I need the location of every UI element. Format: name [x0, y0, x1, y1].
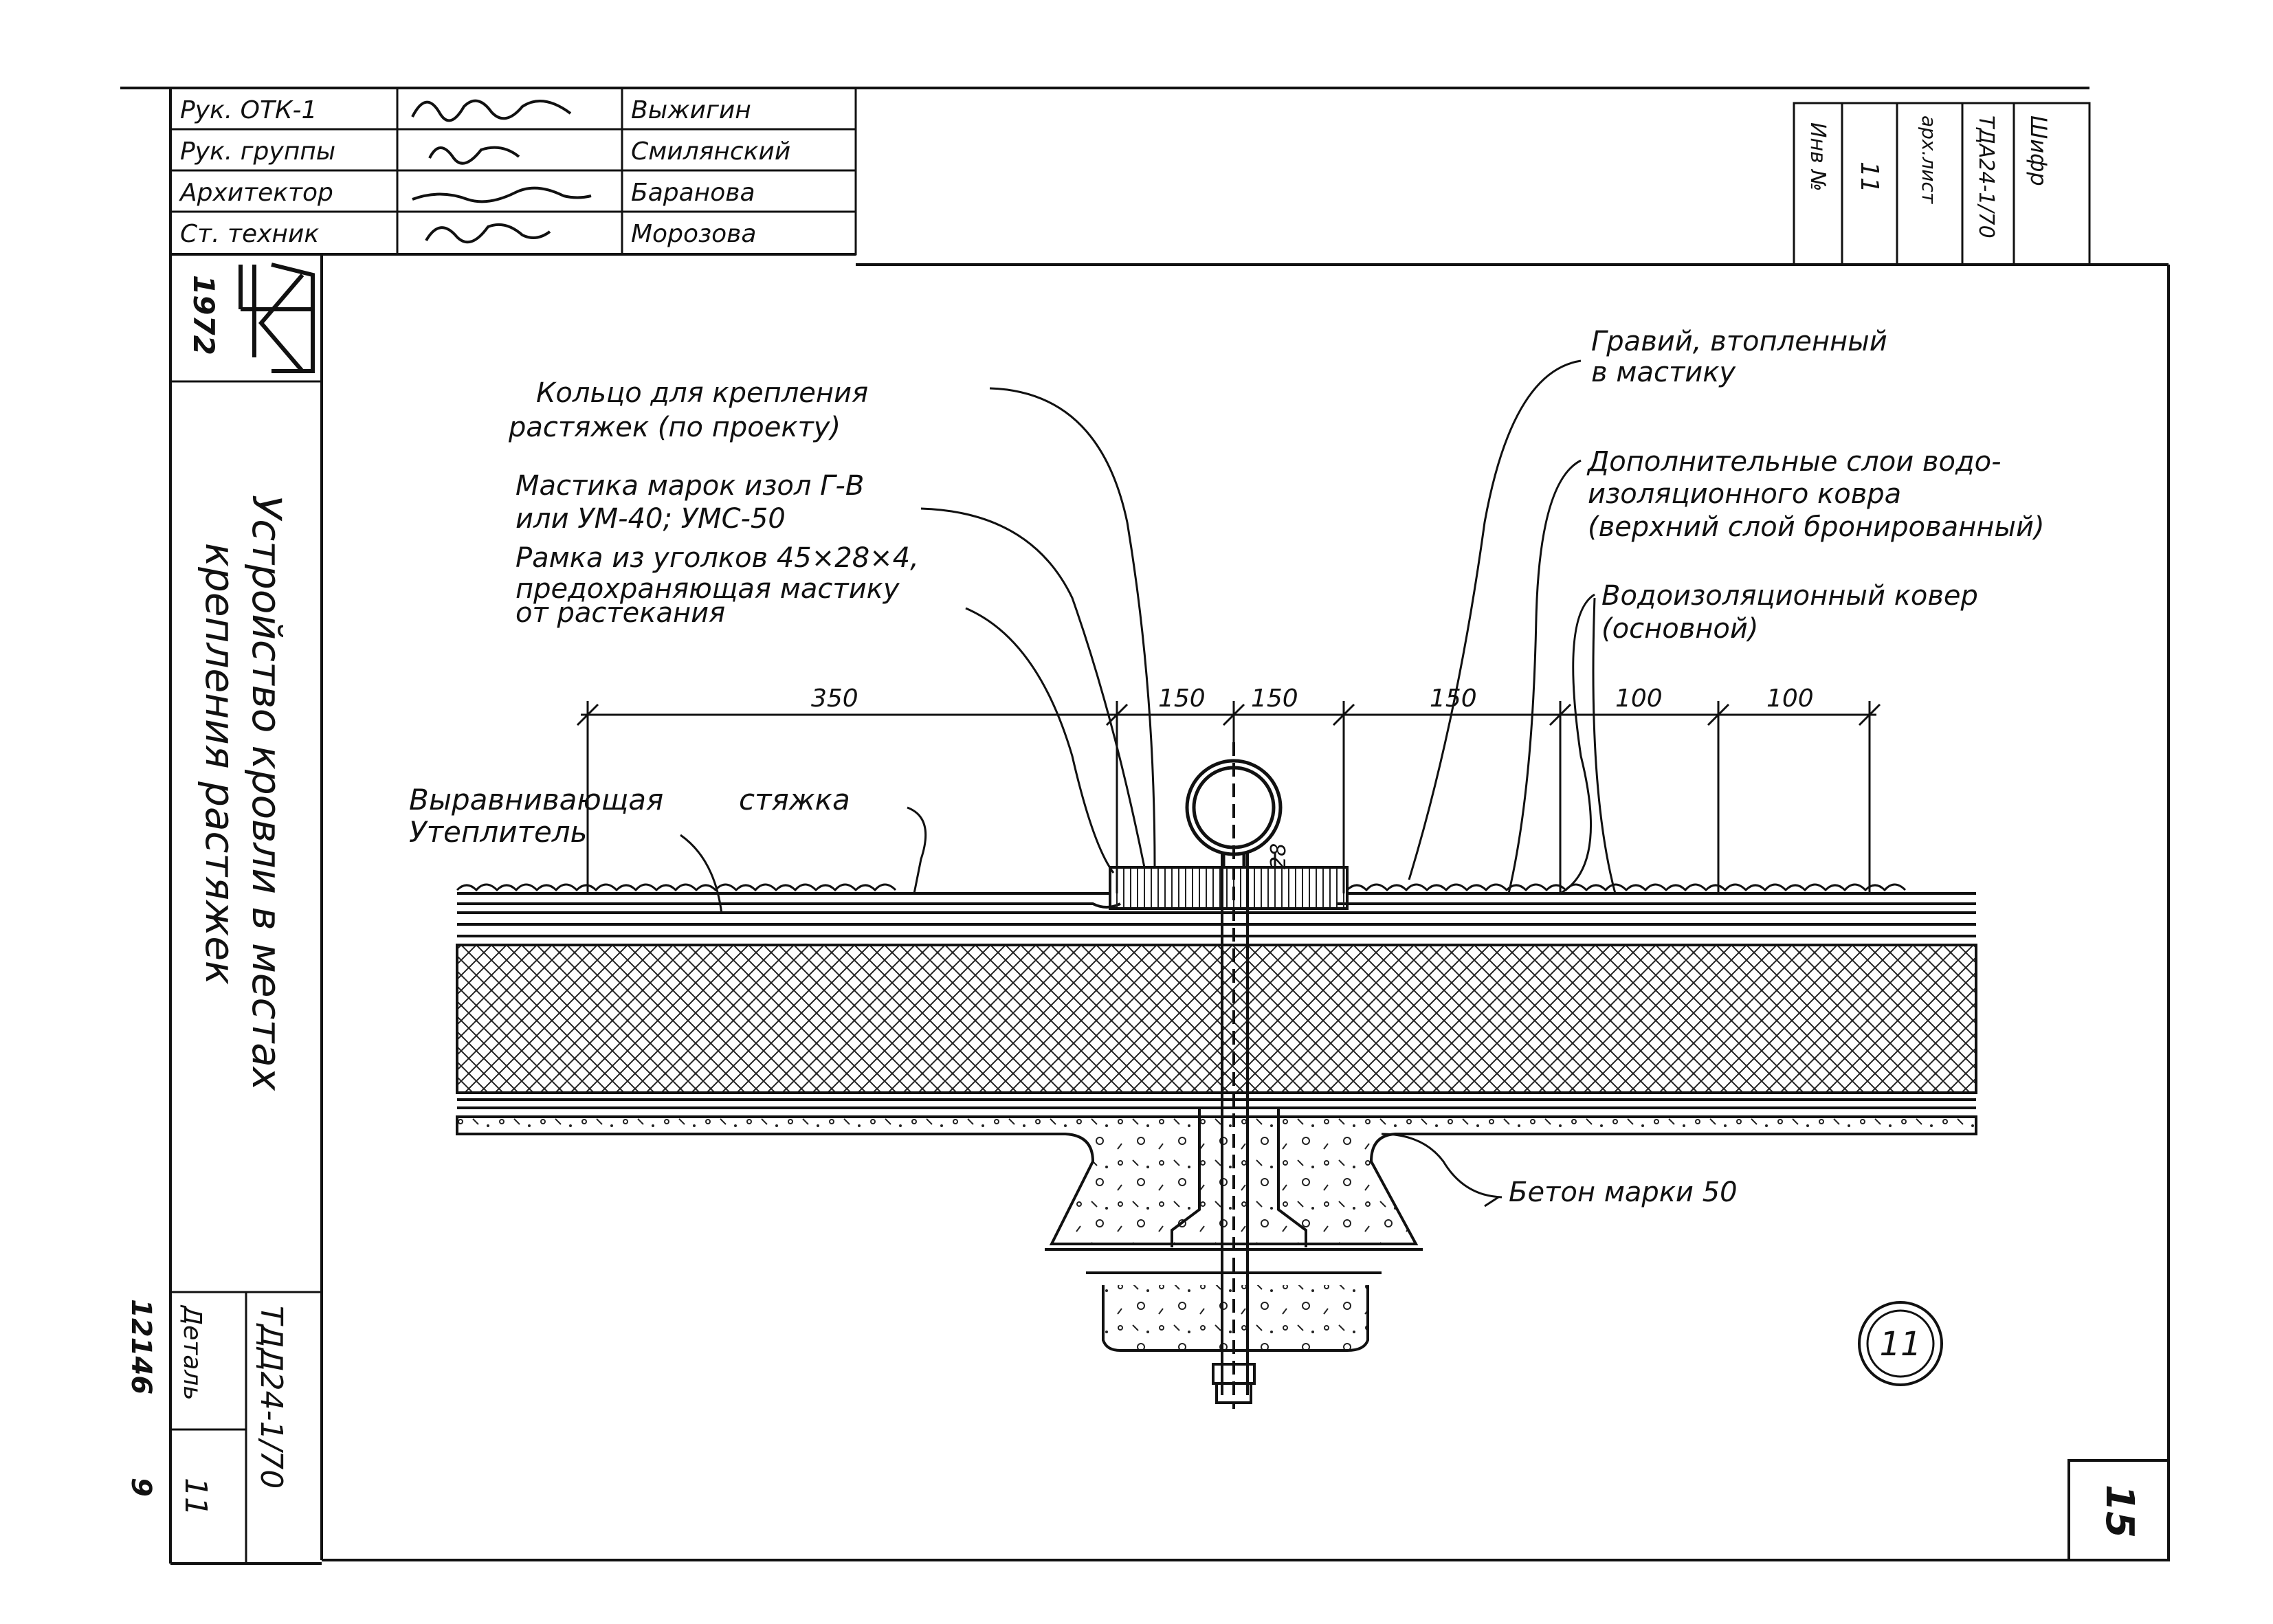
- callout-frame-line1: Рамка из уголков 45×28×4,: [515, 542, 919, 574]
- callout-base-line2: (основной): [1601, 613, 1759, 645]
- callout-base-line1: Водоизоляционный ковер: [1601, 580, 1978, 612]
- ring-height-dim: 28: [1267, 843, 1291, 869]
- sheet-number: 15: [2097, 1484, 2142, 1538]
- margin-number: 12146: [125, 1299, 157, 1394]
- callout-concrete: Бетон марки 50: [1509, 1177, 1738, 1208]
- inv-number-label: Инв №: [1806, 122, 1830, 191]
- concrete-slab: [456, 1115, 1977, 1245]
- detail-marker: 11: [1858, 1301, 1943, 1386]
- name-vyzhigin: Выжигин: [631, 96, 751, 124]
- dim-150-a: 150: [1158, 685, 1206, 713]
- role-technician: Ст. техник: [180, 220, 319, 248]
- callout-ring-line1: Кольцо для крепления: [536, 377, 868, 409]
- callout-screed-b: стяжка: [739, 783, 850, 816]
- anchor-ring: [1185, 759, 1283, 867]
- callout-labels: Кольцо для крепления растяжек (по проект…: [409, 326, 2045, 1208]
- cipher-label: Шифр: [2026, 115, 2052, 186]
- album-code: ТДД24-1/70: [254, 1306, 289, 1489]
- gravel-layer: [456, 883, 1907, 892]
- sheet-title-line1: Устройство кровли в местах: [243, 495, 290, 1091]
- role-architect: Архитектор: [179, 179, 333, 207]
- anchor-socket: [1171, 1106, 1307, 1247]
- dim-150-b: 150: [1251, 685, 1298, 713]
- detail-marker-number: 11: [1879, 1325, 1921, 1364]
- callout-mastic-line1: Мастика марок изол Г-В: [515, 470, 864, 502]
- year-label: 1972: [187, 275, 221, 355]
- callout-extra-line3: (верхний слой бронированный): [1588, 511, 2045, 543]
- dim-100-b: 100: [1766, 685, 1814, 713]
- callout-gravel-line1: Гравий, втопленный: [1591, 326, 1887, 357]
- dim-100-a: 100: [1615, 685, 1663, 713]
- sheet-frame: [120, 87, 2170, 1565]
- callout-frame-line3: от растекания: [515, 597, 725, 629]
- roof-section: 28: [456, 742, 1977, 1409]
- sheet-value: 11: [1855, 162, 1883, 193]
- callout-frame-line2: предохраняющая мастику: [515, 573, 900, 605]
- role-otk: Рук. ОТК-1: [180, 96, 317, 124]
- org-logo: [239, 263, 315, 373]
- callout-insulation: Утеплитель: [409, 815, 587, 849]
- name-baranova: Баранова: [631, 179, 755, 207]
- left-title-strip: 1972 Устройство кровли в местах креплени…: [125, 263, 322, 1564]
- index-cells: Инв № 11 арх.лист ТДА24-1/70 Шифр: [1793, 102, 2091, 266]
- vapor-barrier: [457, 1098, 1976, 1109]
- detail-label: Деталь: [178, 1304, 206, 1401]
- name-morozova: Морозова: [631, 220, 756, 248]
- margin-suffix: 9: [125, 1478, 157, 1497]
- callout-ring-line2: растяжек (по проекту): [508, 412, 841, 443]
- sheet-label: арх.лист: [1918, 115, 1940, 204]
- sheet-title-line2: крепления растяжек: [197, 543, 243, 985]
- mastic-frame: [1109, 866, 1349, 910]
- dim-350: 350: [811, 685, 858, 713]
- leader-lines: [680, 359, 1617, 1208]
- callout-extra-line1: Дополнительные слои водо-: [1586, 446, 2002, 478]
- callout-mastic-line2: или УМ-40; УМС-50: [515, 503, 786, 535]
- insulation-layer: [456, 944, 1977, 1094]
- waterproofing-layers: [457, 892, 1976, 937]
- signature-table: Рук. ОТК-1 Рук. группы Архитектор Ст. те…: [169, 87, 857, 256]
- name-smilyansky: Смилянский: [631, 137, 790, 166]
- role-group: Рук. группы: [180, 137, 335, 166]
- callout-gravel-line2: в мастику: [1591, 357, 1736, 388]
- sheet-number-box: 15: [2067, 1459, 2170, 1561]
- signature-marks: [411, 99, 592, 244]
- callout-screed-a: Выравнивающая: [409, 783, 663, 816]
- dimension-chain: 350 150 150 150 100 100: [576, 685, 1881, 893]
- callout-extra-line2: изоляционного ковра: [1588, 478, 1901, 510]
- detail-number: 11: [178, 1478, 213, 1516]
- album-code-vertical: ТДА24-1/70: [1974, 115, 1998, 238]
